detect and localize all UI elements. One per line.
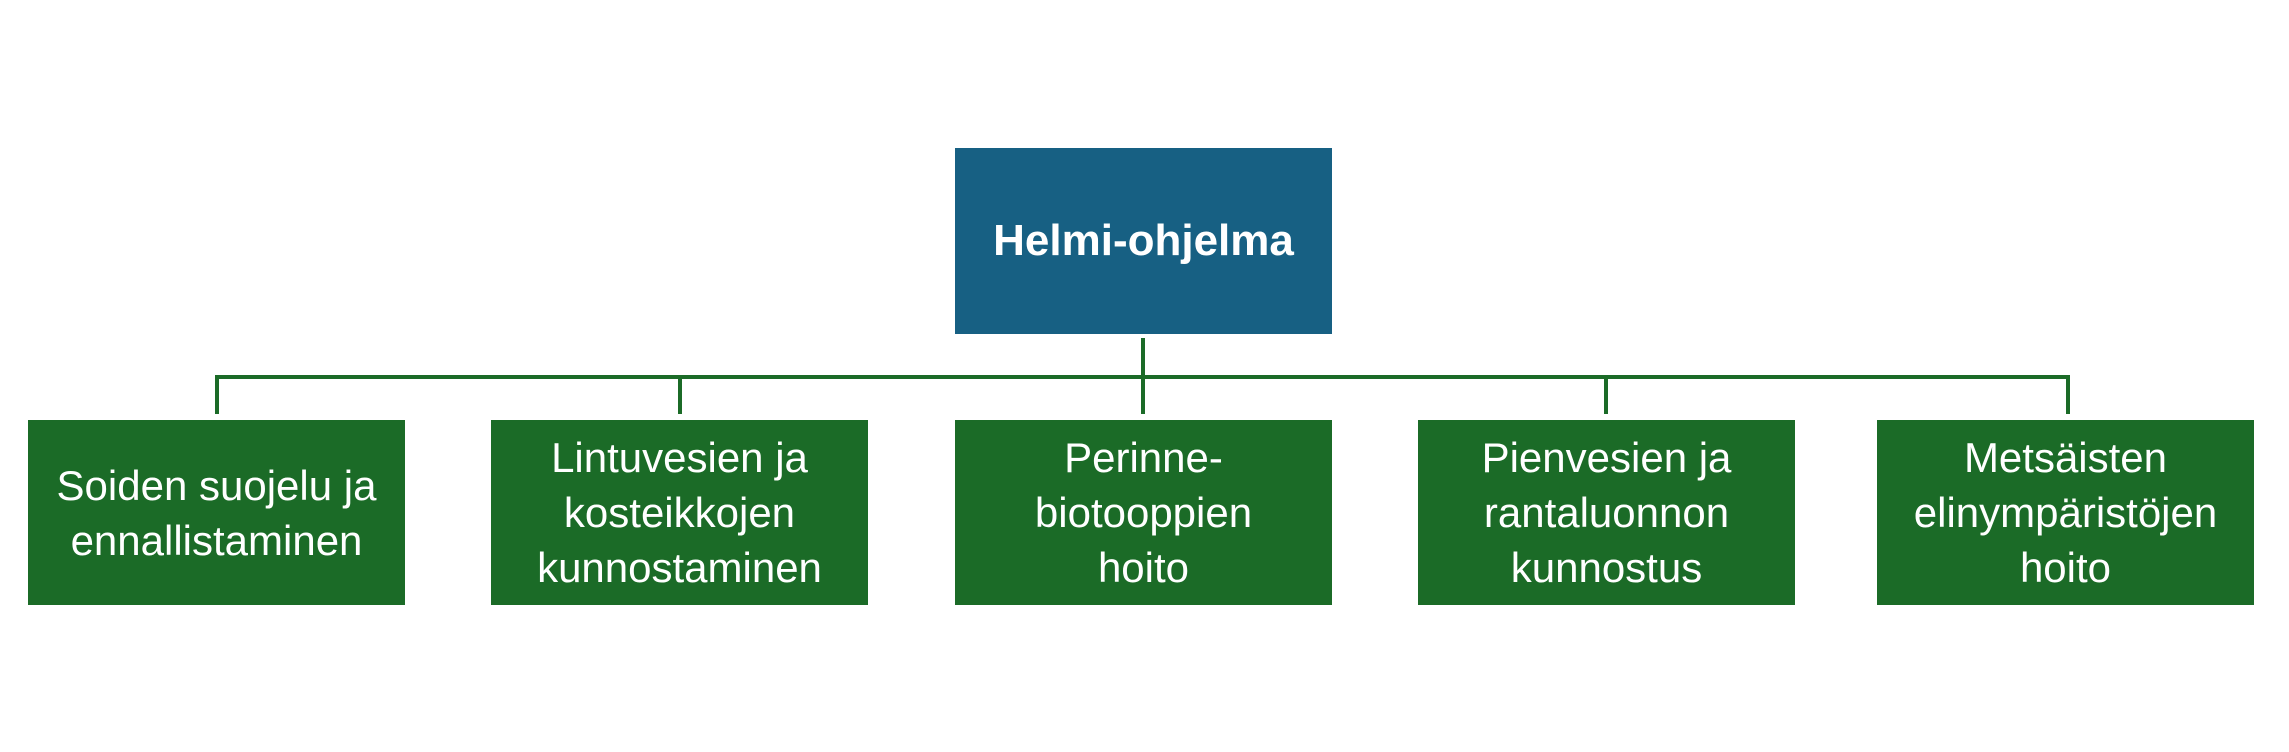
child-node-label-line: kunnostaminen (537, 544, 822, 591)
child-node-label-line: ennallistaminen (70, 516, 363, 564)
child-node-label-line: elinympäristöjen (1913, 489, 2218, 536)
child-node-perinnebiotooppien: Perinne- biotooppien hoito (955, 420, 1332, 605)
child-node-pienvesien: Pienvesien ja rantaluonnon kunnostus (1418, 420, 1795, 605)
child-node-soiden-suojelu: Soiden suojelu ja ennallistaminen (28, 420, 405, 605)
child-node-label-line: hoito (1097, 544, 1190, 591)
child-node-metsaisten: Metsäisten elinympäristöjen hoito (1877, 420, 2254, 605)
child-node-lintuvesien: Lintuvesien ja kosteikkojen kunnostamine… (491, 420, 868, 605)
root-node: Helmi-ohjelma (955, 148, 1332, 334)
child-node-label-line: Soiden suojelu ja (56, 461, 377, 509)
child-node-label-line: kosteikkojen (563, 489, 796, 536)
child-node-label-line: Perinne- (1064, 434, 1223, 481)
child-node-label-line: hoito (2019, 544, 2112, 591)
child-node-label-line: Pienvesien ja (1481, 434, 1732, 481)
child-node-label-line: kunnostus (1510, 544, 1703, 591)
root-node-label: Helmi-ohjelma (993, 216, 1294, 265)
child-node-label-line: Lintuvesien ja (551, 434, 808, 481)
child-node-label-line: rantaluonnon (1483, 489, 1730, 536)
child-node-label-line: Metsäisten (1963, 434, 2168, 481)
child-node-label-line: biotooppien (1034, 489, 1253, 536)
